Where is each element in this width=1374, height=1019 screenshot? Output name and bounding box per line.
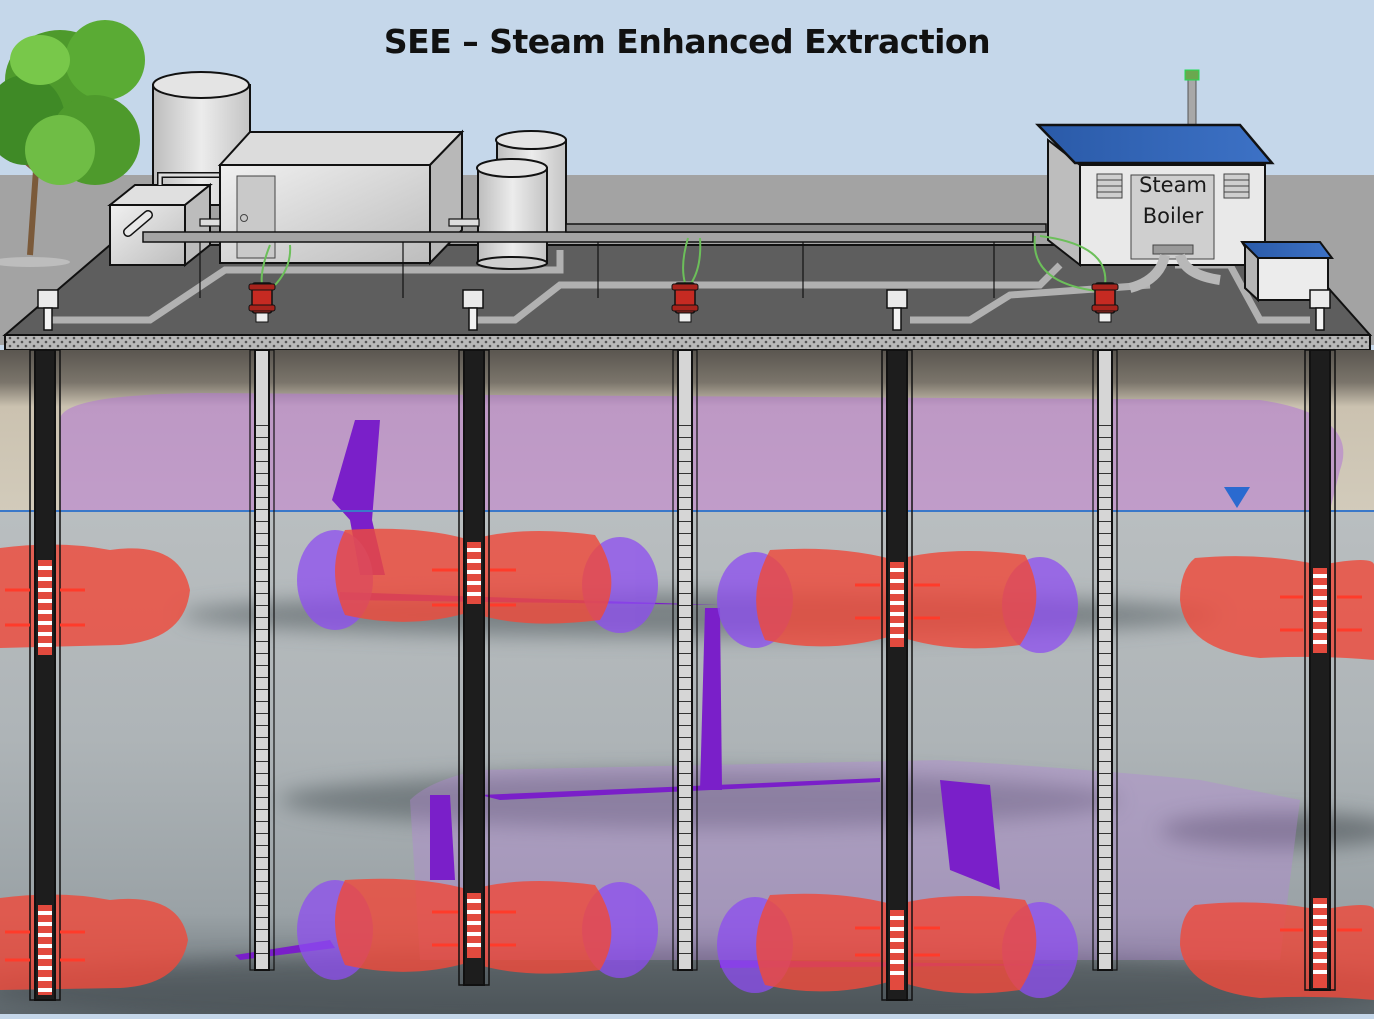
treatment-building (217, 129, 465, 266)
storage-tanks-small (476, 130, 567, 270)
tree-icon (0, 20, 145, 267)
boiler-label-line1: Steam (1139, 173, 1207, 197)
page-title: SEE – Steam Enhanced Extraction (383, 22, 991, 61)
injection-well-1 (29, 349, 61, 1001)
extraction-wells (249, 349, 1118, 971)
steam-flow-arrows (5, 568, 1362, 962)
extraction-well-2 (672, 349, 698, 971)
steam-boiler-building (1035, 69, 1275, 293)
wellhead-1 (248, 282, 276, 323)
wellhead-2 (671, 282, 699, 323)
extraction-well-3 (1092, 349, 1118, 971)
injection-wellheads (248, 282, 1119, 323)
boiler-label-line2: Boiler (1142, 204, 1204, 228)
water-table-triangle-icon (1224, 487, 1250, 508)
steam-boiler-label: Steam Boiler (1134, 170, 1212, 232)
extraction-well-1 (249, 349, 275, 971)
injection-well-4 (1304, 349, 1336, 991)
pipe-hangers (199, 242, 995, 298)
vapor-header-pipe (142, 231, 1034, 243)
door (236, 175, 276, 259)
injection-well-2 (458, 349, 490, 986)
extraction-wellheads (37, 289, 1331, 331)
injection-wells (29, 349, 1336, 1001)
injection-well-3 (881, 349, 913, 1001)
blue-roof (1035, 123, 1275, 165)
gravel-cap (4, 334, 1371, 351)
wellhead-3 (1091, 282, 1119, 323)
